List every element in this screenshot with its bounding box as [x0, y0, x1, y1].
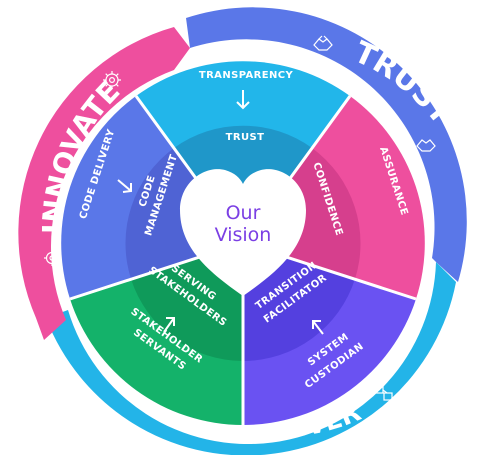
handshake-icon — [416, 139, 436, 152]
center-heart — [180, 169, 306, 296]
trust-inner-label: TRUST — [226, 132, 265, 143]
gear-icon — [103, 71, 121, 89]
shield-check-icon — [192, 416, 208, 435]
arrow-down-right-icon — [117, 179, 132, 193]
gears-icon — [373, 385, 393, 401]
innovate-band — [18, 27, 190, 340]
center-title-line2: Vision — [215, 224, 272, 246]
trust-band — [186, 7, 467, 283]
arrow-up-icon — [163, 317, 175, 333]
outer-ring — [18, 7, 467, 455]
arrow-down-icon — [236, 90, 250, 110]
handshake-icon — [313, 35, 333, 51]
transparency-label: TRANSPARENCY — [199, 70, 294, 81]
arrow-up-icon — [312, 320, 324, 335]
center-title-line1: Our — [226, 202, 261, 224]
